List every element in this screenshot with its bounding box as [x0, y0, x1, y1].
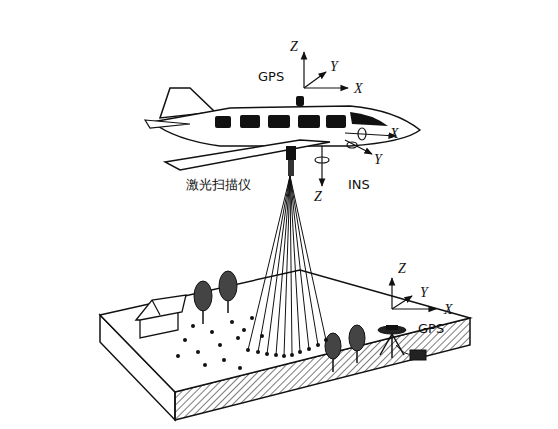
laser-point — [236, 336, 240, 340]
window — [240, 115, 260, 128]
laser-scanner-head — [288, 160, 294, 176]
ground-axes — [392, 278, 436, 309]
gps-antenna — [296, 96, 304, 106]
component-label: INS — [348, 178, 370, 191]
house-roof — [136, 295, 186, 320]
laser-beam — [284, 176, 290, 356]
fuselage — [152, 106, 420, 146]
laser-points — [176, 316, 328, 370]
axis-label: Y — [374, 153, 382, 167]
tripod-leg — [391, 334, 393, 358]
laser-point — [256, 350, 260, 354]
tree-crown — [349, 325, 365, 351]
laser-point — [298, 350, 302, 354]
laser-point — [260, 334, 264, 338]
laser-point — [230, 320, 234, 324]
tree-trunk — [202, 311, 204, 324]
axis-y — [345, 140, 372, 154]
axis-label: Z — [314, 190, 322, 204]
laser-point — [274, 353, 278, 357]
ground-block — [100, 270, 470, 420]
laser-point — [324, 338, 328, 342]
axis-z — [321, 146, 322, 186]
laser-point — [222, 358, 226, 362]
laser-beam — [276, 176, 290, 355]
laser-point — [176, 354, 180, 358]
laser-point — [210, 330, 214, 334]
axis-label: Z — [398, 262, 406, 276]
laser-point — [218, 343, 222, 347]
rotation-mark — [315, 157, 329, 163]
laser-point — [290, 353, 294, 357]
axis-label: X — [390, 127, 399, 141]
axis-x — [345, 133, 396, 136]
axis-label: X — [354, 82, 363, 96]
laser-point — [196, 350, 200, 354]
axis-z — [303, 52, 304, 88]
laser-point — [265, 352, 269, 356]
laser-beam — [290, 176, 309, 349]
tail-plane — [145, 120, 190, 128]
laser-point — [183, 338, 187, 342]
house — [136, 295, 186, 338]
laser-beam — [248, 176, 290, 350]
wing — [165, 140, 330, 170]
window — [215, 116, 231, 128]
axis-y — [304, 72, 326, 88]
laser-point — [242, 328, 246, 332]
tripod-leg — [380, 334, 392, 355]
laser-beam — [290, 176, 300, 352]
tree-trunk — [227, 301, 229, 313]
laser-point — [307, 347, 311, 351]
axis-label: Z — [290, 40, 298, 54]
laser-point — [191, 324, 195, 328]
axis-label: Y — [330, 60, 338, 74]
laser-scanner — [286, 146, 296, 160]
rotation-mark — [358, 128, 366, 140]
axis-x — [304, 87, 348, 88]
laser-beam — [290, 176, 318, 345]
laser-point — [282, 354, 286, 358]
axis-z — [391, 278, 392, 309]
window — [326, 115, 346, 128]
component-label: 激光扫描仪 — [186, 178, 251, 191]
tree-crown — [194, 281, 212, 311]
gps-antenna-top — [386, 325, 398, 330]
component-label: GPS — [258, 70, 284, 83]
axis-label: X — [444, 303, 453, 317]
tree-crown — [325, 333, 341, 359]
house-edge — [152, 300, 160, 315]
laser-point — [250, 316, 254, 320]
laser-point — [246, 348, 250, 352]
axis-label: Y — [420, 286, 428, 300]
laser-beams — [248, 176, 326, 356]
laser-point — [316, 343, 320, 347]
laser-beam — [290, 176, 326, 340]
window — [298, 115, 320, 128]
laser-point — [203, 363, 207, 367]
gps-antenna — [378, 326, 406, 334]
gps-receiver — [410, 350, 426, 360]
cockpit-window — [350, 112, 388, 126]
trees — [194, 271, 365, 372]
rotation-mark — [347, 142, 357, 148]
tripod-leg — [392, 334, 404, 355]
gps-axes — [304, 52, 348, 88]
tree-trunk — [356, 351, 358, 363]
axis-y — [392, 296, 412, 309]
tree-crown — [219, 271, 237, 301]
tree-trunk — [332, 359, 334, 372]
axis-x — [392, 308, 436, 309]
window — [268, 115, 290, 128]
laser-point — [238, 366, 242, 370]
airplane — [145, 88, 420, 176]
component-label: GPS — [418, 322, 444, 335]
